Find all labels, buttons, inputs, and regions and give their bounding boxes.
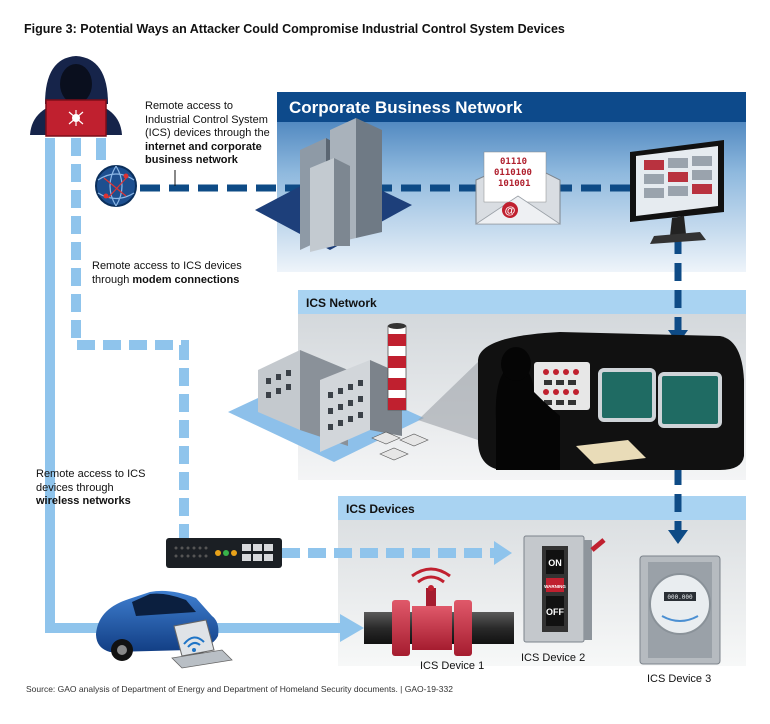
globe-icon — [95, 165, 137, 207]
wireless-note-line-1: Remote access to ICS — [36, 468, 146, 480]
binary-line-3: 101001 — [498, 179, 531, 189]
modem-note-prefix: through — [92, 273, 133, 286]
binary-line-1: 01110 — [500, 157, 527, 167]
wireless-path — [45, 138, 364, 642]
factory-icon — [228, 323, 429, 462]
switch-on-label: ON — [548, 558, 562, 568]
ics-device-2-icon — [523, 535, 606, 643]
internet-note-line-1: Remote access to — [145, 100, 234, 112]
svg-text:@: @ — [505, 205, 516, 217]
ics-devices-title: ICS Devices — [346, 502, 415, 516]
ics-device-3-label: ICS Device 3 — [647, 673, 712, 685]
email-icon: @ — [474, 151, 562, 225]
internet-note-bold-1: internet and corporate — [145, 140, 262, 153]
ics-device-3-icon — [639, 555, 721, 665]
switch-off-label: OFF — [546, 607, 564, 617]
internet-note-bold-2: business network — [145, 154, 238, 166]
ics-device-1-icon — [364, 567, 514, 656]
corporate-buildings — [255, 118, 412, 252]
internet-note-line-2: Industrial Control System — [145, 113, 268, 126]
attacker-icon — [30, 56, 122, 137]
ics-device-1-label: ICS Device 1 — [420, 660, 485, 672]
modem-icon — [166, 538, 282, 568]
internet-path-note: Remote access to Industrial Control Syst… — [145, 100, 295, 168]
source-note: Source: GAO analysis of Department of En… — [26, 684, 453, 694]
corporate-network-title: Corporate Business Network — [289, 98, 523, 117]
ics-network-title: ICS Network — [306, 296, 377, 310]
switch-warning-label: WARNING — [544, 584, 566, 589]
wireless-path-note: Remote access to ICS devices through wir… — [36, 468, 176, 509]
computer-monitor-icon — [630, 140, 724, 244]
figure-title: Figure 3: Potential Ways an Attacker Cou… — [24, 22, 565, 36]
internet-note-line-3: (ICS) devices through the — [145, 127, 270, 139]
wireless-note-bold: wireless networks — [36, 495, 131, 507]
wireless-laptop-icon — [171, 619, 233, 669]
binary-line-2: 0110100 — [494, 168, 532, 178]
modem-note-line-1: Remote access to ICS devices — [92, 260, 242, 272]
wireless-note-line-2: devices through — [36, 481, 114, 494]
meter-readout: 000.000 — [667, 594, 693, 601]
modem-to-switch-path — [282, 541, 512, 565]
control-room-icon — [418, 332, 744, 470]
modem-path — [71, 138, 189, 540]
modem-path-note: Remote access to ICS devices through mod… — [92, 260, 282, 287]
ics-device-2-label: ICS Device 2 — [521, 652, 586, 664]
modem-note-bold: modem connections — [132, 273, 240, 286]
